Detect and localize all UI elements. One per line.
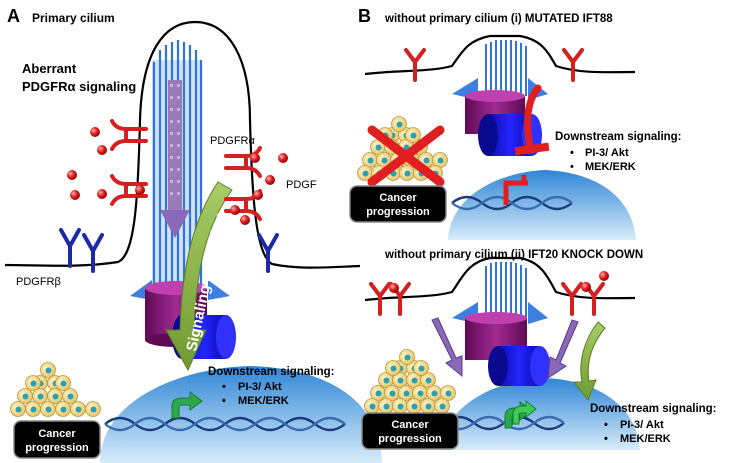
downstream-title-b-bottom: Downstream signaling:	[590, 403, 717, 415]
downstream-bullet-b-top1: •	[570, 147, 574, 159]
panel-a: Signaling activation	[4, 6, 382, 463]
downstream-item-b-top2: MEK/ERK	[585, 161, 636, 173]
cilium-stub-b-top	[485, 40, 527, 96]
downstream-item-b-bottom2: MEK/ERK	[620, 433, 671, 445]
panel-b-top: Cancer progression B without primary cil…	[349, 6, 682, 240]
purple-arrow-right	[547, 319, 579, 379]
downstream-title-b-top: Downstream signaling:	[555, 131, 682, 143]
downstream-item-a2: MEK/ERK	[238, 395, 289, 407]
cancer-cells-a	[10, 362, 101, 417]
cancer-label-b-bottom-line2: progression	[378, 433, 442, 445]
downstream-bullet-a1: •	[222, 381, 226, 393]
nucleus-b-top	[448, 170, 636, 240]
downstream-item-b-bottom1: PI-3/ Akt	[620, 419, 664, 431]
cancer-box-b-bottom	[361, 412, 459, 450]
transition-zone-right-b-bottom	[528, 302, 548, 324]
membrane-b-top	[364, 34, 636, 76]
downstream-title-a: Downstream signaling:	[208, 366, 335, 378]
blocked-x-icon	[367, 125, 445, 187]
downstream-bullet-b-top2: •	[570, 161, 574, 173]
blocked-gene-arrow-b-top	[503, 175, 528, 205]
inhibitor-arrow-b-top	[524, 84, 542, 152]
cilium-stub-b-bottom	[485, 262, 527, 318]
pdgfr-alpha-label-a: PDGFRα	[210, 135, 256, 147]
panel-b-bottom-title: without primary cilium (ii) IFT20 KNOCK …	[384, 249, 643, 261]
panel-b-bottom: Cancer progression without primary ciliu…	[361, 249, 717, 450]
cancer-box-a	[13, 420, 101, 459]
cilium-axoneme-a	[152, 40, 203, 288]
cancer-label-b-bottom-line1: Cancer	[391, 419, 429, 431]
pdgfr-beta-label: PDGFRβ	[16, 276, 61, 288]
purple-arrow-left	[431, 317, 463, 378]
cancer-label-b-top-line2: progression	[366, 206, 430, 218]
panel-a-letter: A	[7, 6, 20, 26]
transition-zone-right-a	[208, 280, 230, 300]
signaling-activation-arrow	[165, 181, 233, 372]
downstream-item-a1: PI-3/ Akt	[238, 381, 282, 393]
downstream-item-b-top1: PI-3/ Akt	[585, 147, 629, 159]
pdgf-label-a: PDGF	[286, 179, 317, 191]
nucleus-a	[100, 366, 382, 463]
panel-b-top-title: without primary cilium (i) MUTATED IFT88	[384, 13, 613, 25]
blue-cylinder-b-bottom	[488, 346, 550, 386]
cancer-label-a-line1: Cancer	[38, 428, 76, 440]
green-arrow-b-bottom	[572, 321, 606, 401]
downstream-bullet-b-bottom1: •	[604, 419, 608, 431]
cancer-box-b-top	[349, 185, 447, 223]
panel-b-letter: B	[358, 6, 371, 26]
panel-a-title: Primary cilium	[32, 11, 115, 25]
cancer-label-b-top-line1: Cancer	[379, 192, 417, 204]
aberrant-label-line2: PDGFRα signaling	[22, 79, 136, 94]
downstream-bullet-a2: •	[222, 395, 226, 407]
downstream-bullet-b-bottom2: •	[604, 433, 608, 445]
aberrant-label-line1: Aberrant	[22, 61, 77, 76]
cancer-label-a-line2: progression	[25, 442, 89, 454]
gene-activation-arrow-a	[171, 391, 203, 419]
cancer-cells-b-bottom	[364, 349, 456, 414]
membrane-b-bottom	[364, 256, 636, 302]
